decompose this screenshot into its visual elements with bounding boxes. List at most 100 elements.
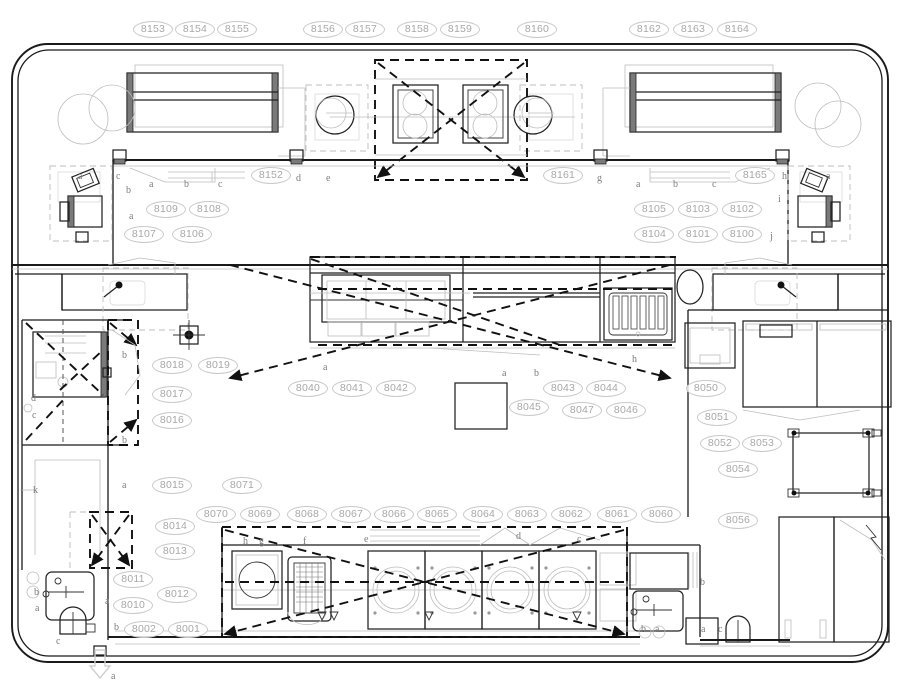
equipment-tag-8019[interactable]: 8019 [198,357,238,374]
equipment-tag-8109[interactable]: 8109 [146,201,186,218]
equipment-tag-8164[interactable]: 8164 [717,21,757,38]
equipment-tag-8046[interactable]: 8046 [606,402,646,419]
sub-label: d [31,393,36,404]
equipment-tag-8165[interactable]: 8165 [735,167,775,184]
equipment-tag-8062[interactable]: 8062 [551,506,591,523]
equipment-tag-8154[interactable]: 8154 [175,21,215,38]
sub-label: a [826,171,831,182]
equipment-tag-8153[interactable]: 8153 [133,21,173,38]
cooktop-group [330,59,575,181]
equipment-tag-8068[interactable]: 8068 [287,506,327,523]
equipment-tag-8102[interactable]: 8102 [722,201,762,218]
equipment-tag-8101[interactable]: 8101 [678,226,718,243]
sub-label: a [701,624,706,635]
equipment-tag-8100[interactable]: 8100 [722,226,762,243]
equipment-tag-8070[interactable]: 8070 [196,506,236,523]
equipment-tag-8044[interactable]: 8044 [586,380,626,397]
upper-partition-wall [112,149,790,265]
equipment-tag-8106[interactable]: 8106 [172,226,212,243]
counter-left [15,257,189,331]
sub-label: b [34,587,39,598]
equipment-tag-8157[interactable]: 8157 [345,21,385,38]
equipment-tag-8042[interactable]: 8042 [376,380,416,397]
sub-label: d [296,173,301,184]
equipment-tag-8108[interactable]: 8108 [189,201,229,218]
sub-label: c [32,410,37,421]
equipment-tag-8014[interactable]: 8014 [155,518,195,535]
equipment-tag-8016[interactable]: 8016 [152,412,192,429]
equipment-tag-8015[interactable]: 8015 [152,477,192,494]
equipment-tag-8064[interactable]: 8064 [463,506,503,523]
sub-label: i [778,194,781,205]
equipment-tag-8067[interactable]: 8067 [331,506,371,523]
hob-rings-left [57,84,136,145]
sub-label: a [111,671,116,682]
exit-arrow [88,649,112,680]
equipment-tag-8050[interactable]: 8050 [686,380,726,397]
equipment-tag-8047[interactable]: 8047 [562,402,602,419]
equipment-tag-8051[interactable]: 8051 [697,409,737,426]
sub-label: b [122,350,127,361]
equipment-tag-8061[interactable]: 8061 [597,506,637,523]
equipment-tag-8040[interactable]: 8040 [288,380,328,397]
equipment-tag-8012[interactable]: 8012 [157,586,197,603]
equipment-tag-8104[interactable]: 8104 [634,226,674,243]
equipment-tag-8060[interactable]: 8060 [641,506,681,523]
equipment-tag-8152[interactable]: 8152 [251,167,291,184]
equipment-tag-8013[interactable]: 8013 [155,543,195,560]
sub-label: c [56,636,61,647]
equipment-tag-8160[interactable]: 8160 [517,21,557,38]
equipment-tag-8054[interactable]: 8054 [718,461,758,478]
equipment-tag-8065[interactable]: 8065 [417,506,457,523]
equipment-tag-8053[interactable]: 8053 [742,435,782,452]
equipment-tag-8158[interactable]: 8158 [397,21,437,38]
equipment-tag-8069[interactable]: 8069 [240,506,280,523]
sub-label: c [218,179,223,190]
equipment-tag-8105[interactable]: 8105 [634,201,674,218]
round-sink-right-assembly [513,84,583,152]
sub-label: b [122,435,127,446]
equipment-tag-8041[interactable]: 8041 [332,380,372,397]
equipment-tag-8052[interactable]: 8052 [700,435,740,452]
equipment-tag-8045[interactable]: 8045 [509,399,549,416]
sub-label: e [326,173,331,184]
sub-label: a [502,368,507,379]
sub-label: a [78,171,83,182]
equipment-tag-8018[interactable]: 8018 [152,357,192,374]
sub-label: d [516,531,521,542]
sub-label: h [243,536,248,547]
equipment-tag-8001[interactable]: 8001 [168,621,208,638]
equipment-tag-8002[interactable]: 8002 [124,621,164,638]
equipment-tag-8010[interactable]: 8010 [113,597,153,614]
sub-label: e [364,534,369,545]
equipment-tag-8159[interactable]: 8159 [440,21,480,38]
equipment-tag-8063[interactable]: 8063 [507,506,547,523]
equipment-tag-8103[interactable]: 8103 [678,201,718,218]
sub-label: a [149,179,154,190]
washer-bank [367,550,597,630]
equipment-tag-8017[interactable]: 8017 [152,386,192,403]
equipment-tag-8156[interactable]: 8156 [303,21,343,38]
equipment-tag-8107[interactable]: 8107 [124,226,164,243]
equipment-tag-8071[interactable]: 8071 [222,477,262,494]
round-sink-left-assembly [305,84,369,152]
equipment-tag-8163[interactable]: 8163 [673,21,713,38]
hob-rings-right [794,82,862,148]
equipment-tag-8066[interactable]: 8066 [374,506,414,523]
equipment-tag-8043[interactable]: 8043 [543,380,583,397]
equipment-tag-8011[interactable]: 8011 [113,571,153,588]
equipment-tag-8161[interactable]: 8161 [543,167,583,184]
equipment-tag-8056[interactable]: 8056 [718,512,758,529]
exhaust-hood-left [126,64,306,157]
sub-label: a [323,362,328,373]
equipment-tag-8162[interactable]: 8162 [629,21,669,38]
sub-label: c [116,171,121,182]
left-equipment-block-upper [21,319,205,446]
sub-label: h [782,171,787,182]
sub-label: a [655,624,660,635]
sub-label: a [636,179,641,190]
sub-label: c [712,179,717,190]
equipment-tag-8155[interactable]: 8155 [217,21,257,38]
